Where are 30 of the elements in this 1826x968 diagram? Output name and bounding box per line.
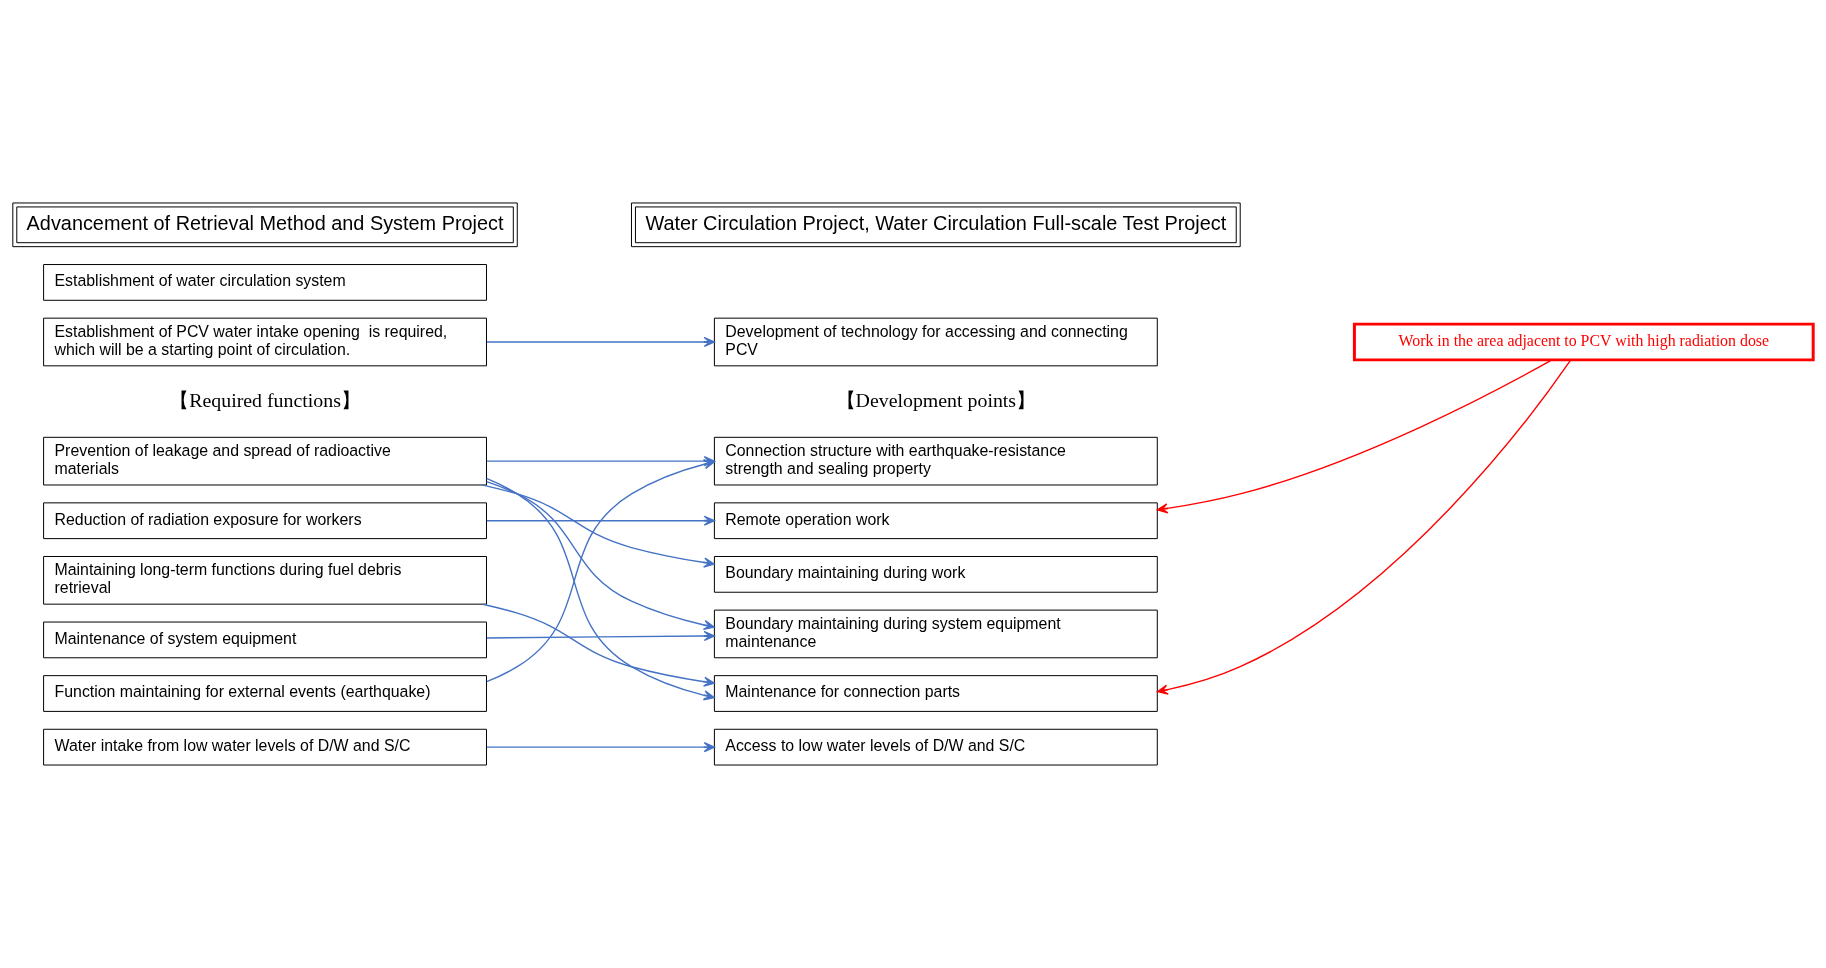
arrow xyxy=(1156,359,1553,514)
arrow xyxy=(486,459,715,683)
arrow xyxy=(486,630,715,642)
node-box: Establishment of PCV water intake opening is required, which will be a starting point of circulation. xyxy=(43,317,487,367)
arrow xyxy=(482,603,715,687)
arrow xyxy=(485,481,715,631)
arrow xyxy=(482,484,715,568)
arrow xyxy=(1156,359,1572,695)
arrow xyxy=(486,515,715,526)
node-box: Maintaining long-term functions during fuel debris retrieval xyxy=(43,556,487,605)
node-box: Development of technology for accessing and connecting PCV xyxy=(713,317,1158,367)
arrow xyxy=(485,477,715,701)
node-box: Work in the area adjacent to PCV with high radiation dose xyxy=(1352,322,1815,362)
node-box: Establishment of water circulation system xyxy=(43,264,487,301)
node-box: Boundary maintaining during system equipment maintenance xyxy=(713,609,1158,659)
node-box: Remote operation work xyxy=(713,502,1158,540)
node-box: Connection structure with earthquake-resistance strength and sealing property xyxy=(713,436,1158,486)
node-box: Function maintaining for external events (earthquake) xyxy=(43,675,487,712)
node-box: Reduction of radiation exposure for workers xyxy=(43,502,487,540)
node-box: Boundary maintaining during work xyxy=(713,556,1158,593)
label: 【Development points】 xyxy=(835,388,1037,411)
arrow xyxy=(486,336,715,348)
node-box: Access to low water levels of D/W and S/C xyxy=(713,728,1158,766)
node-box: Prevention of leakage and spread of radioactive materials xyxy=(43,436,487,486)
node-box: Advancement of Retrieval Method and System Project xyxy=(12,202,518,248)
label: 【Required functions】 xyxy=(169,388,361,411)
node-box: Maintenance of system equipment xyxy=(43,621,487,659)
arrow xyxy=(486,742,715,753)
node-box: Maintenance for connection parts xyxy=(713,675,1158,712)
node-box: Water intake from low water levels of D/W and S/C xyxy=(43,728,487,766)
